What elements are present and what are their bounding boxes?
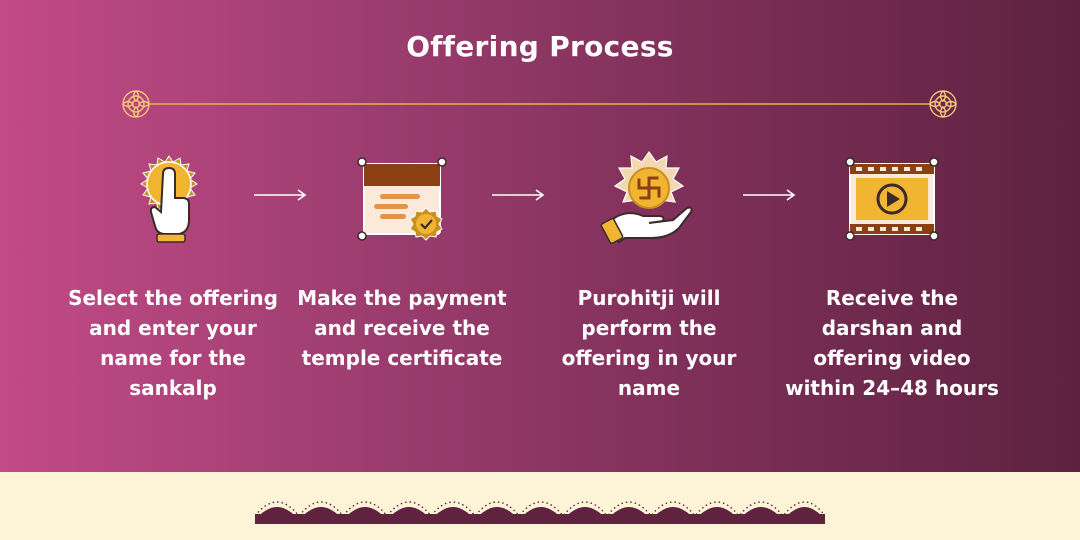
arrow-right-icon xyxy=(743,189,796,201)
page-title: Offering Process xyxy=(406,30,674,63)
swastik-offering-icon xyxy=(600,150,693,245)
arrow-right-icon xyxy=(492,189,545,201)
mandala-left-icon xyxy=(122,90,150,118)
mandala-divider xyxy=(122,90,957,118)
certificate-icon xyxy=(357,157,447,241)
banner: Offering Process Select the offering and… xyxy=(0,0,1080,472)
arrow-right-icon xyxy=(254,189,307,201)
scallop-border xyxy=(255,501,825,524)
video-play-icon xyxy=(845,157,939,241)
step-label: Purohitji will perform the offering in y… xyxy=(561,286,737,400)
mandala-right-icon xyxy=(929,90,957,118)
footer-band xyxy=(0,472,1080,540)
step-label: Make the payment and receive the temple … xyxy=(297,286,507,370)
step-label: Select the offering and enter your name … xyxy=(68,286,278,400)
step-label: Receive the darshan and offering video w… xyxy=(785,286,999,400)
hand-tap-icon xyxy=(140,155,198,243)
